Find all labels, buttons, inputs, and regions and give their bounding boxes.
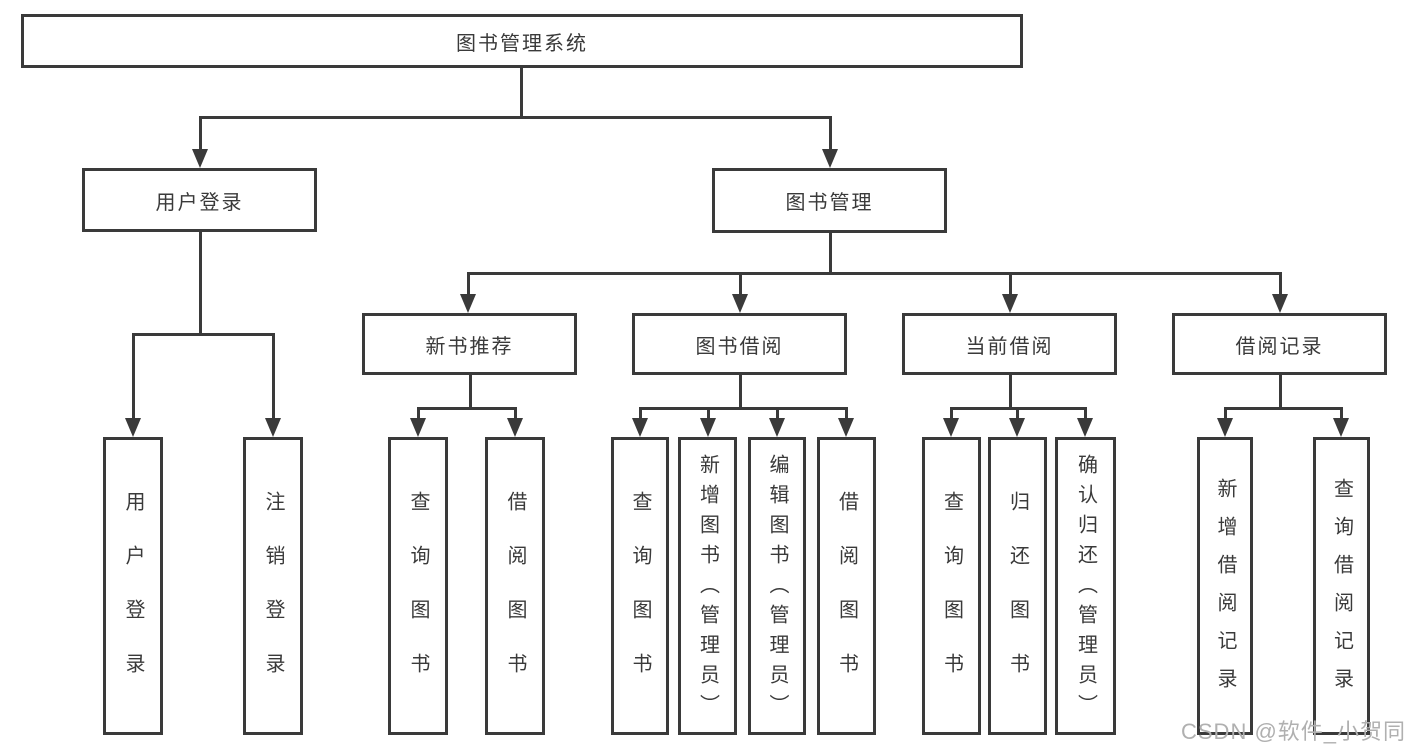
arrowhead-icon — [460, 294, 476, 313]
arrowhead-icon — [1002, 294, 1018, 313]
connector-line — [467, 272, 1282, 275]
connector-line — [272, 333, 275, 419]
arrowhead-icon — [507, 418, 523, 437]
arrowhead-icon — [1217, 418, 1233, 437]
connector-line — [1279, 272, 1282, 296]
connector-line — [1340, 407, 1343, 420]
connector-line — [1016, 407, 1019, 420]
leaf-borrow-query-book-label: 查询图书 — [629, 491, 651, 707]
arrowhead-icon — [125, 418, 141, 437]
node-root: 图书管理系统 — [21, 14, 1023, 68]
leaf-return-book: 归还图书 — [988, 437, 1047, 735]
leaf-borrow-book-label: 借阅图书 — [835, 491, 858, 707]
arrowhead-icon — [632, 418, 648, 437]
leaf-logout: 注销登录 — [243, 437, 303, 735]
node-user-login-label: 用户登录 — [155, 191, 244, 214]
connector-line — [520, 68, 523, 118]
leaf-recommend-query-book-label: 查询图书 — [407, 491, 429, 707]
leaf-confirm-return-admin-label: 确认归还（管理员） — [1074, 454, 1097, 724]
connector-line — [829, 116, 832, 151]
leaf-edit-book-admin: 编辑图书（管理员） — [748, 437, 806, 735]
arrowhead-icon — [1272, 294, 1288, 313]
leaf-logout-label: 注销登录 — [262, 491, 284, 707]
connector-line — [132, 333, 135, 419]
leaf-add-book-admin: 新增图书（管理员） — [678, 437, 737, 735]
arrowhead-icon — [1009, 418, 1025, 437]
arrowhead-icon — [838, 418, 854, 437]
leaf-current-query-book-label: 查询图书 — [940, 491, 963, 707]
connector-line — [469, 375, 472, 410]
node-book-borrow-label: 图书借阅 — [695, 335, 784, 358]
connector-line — [417, 407, 420, 420]
leaf-recommend-borrow-book: 借阅图书 — [485, 437, 545, 735]
connector-line — [199, 116, 832, 119]
node-current-borrow-label: 当前借阅 — [965, 335, 1054, 358]
leaf-recommend-borrow-book-label: 借阅图书 — [504, 491, 526, 707]
connector-line — [1224, 407, 1343, 410]
node-new-book-recommend: 新书推荐 — [362, 313, 577, 375]
node-new-book-recommend-label: 新书推荐 — [425, 335, 514, 358]
connector-line — [739, 375, 742, 410]
arrowhead-icon — [1333, 418, 1349, 437]
connector-line — [1224, 407, 1227, 420]
node-book-management: 图书管理 — [712, 168, 947, 233]
node-book-management-label: 图书管理 — [785, 192, 874, 214]
connector-line — [1009, 375, 1012, 410]
node-current-borrow: 当前借阅 — [902, 313, 1117, 375]
leaf-borrow-query-book: 查询图书 — [611, 437, 669, 735]
arrowhead-icon — [822, 149, 838, 168]
arrowhead-icon — [732, 294, 748, 313]
connector-line — [199, 116, 202, 151]
leaf-recommend-query-book: 查询图书 — [388, 437, 448, 735]
connector-line — [829, 233, 832, 275]
arrowhead-icon — [769, 418, 785, 437]
leaf-user-login-label: 用户登录 — [122, 491, 144, 707]
arrowhead-icon — [410, 418, 426, 437]
node-book-borrow: 图书借阅 — [632, 313, 847, 375]
leaf-borrow-book: 借阅图书 — [817, 437, 876, 735]
arrowhead-icon — [265, 418, 281, 437]
connector-line — [639, 407, 848, 410]
arrowhead-icon — [700, 418, 716, 437]
connector-line — [739, 272, 742, 296]
node-root-label: 图书管理系统 — [456, 32, 588, 55]
arrowhead-icon — [1077, 418, 1093, 437]
leaf-current-query-book: 查询图书 — [922, 437, 981, 735]
node-borrow-record: 借阅记录 — [1172, 313, 1387, 375]
connector-line — [132, 333, 275, 336]
leaf-add-borrow-record-label: 新增借阅记录 — [1214, 478, 1236, 706]
node-user-login: 用户登录 — [82, 168, 317, 232]
connector-line — [776, 407, 779, 420]
connector-line — [1279, 375, 1282, 410]
connector-line — [1009, 272, 1012, 296]
leaf-add-book-admin-label: 新增图书（管理员） — [696, 454, 719, 724]
arrowhead-icon — [192, 149, 208, 168]
leaf-query-borrow-record: 查询借阅记录 — [1313, 437, 1370, 735]
connector-line — [950, 407, 953, 420]
leaf-user-login: 用户登录 — [103, 437, 163, 735]
connector-line — [514, 407, 517, 420]
connector-line — [199, 232, 202, 336]
node-borrow-record-label: 借阅记录 — [1235, 335, 1324, 358]
connector-line — [417, 407, 517, 410]
leaf-edit-book-admin-label: 编辑图书（管理员） — [766, 454, 788, 724]
connector-line — [1084, 407, 1087, 420]
leaf-return-book-label: 归还图书 — [1006, 491, 1029, 707]
connector-line — [467, 272, 470, 296]
arrowhead-icon — [943, 418, 959, 437]
leaf-confirm-return-admin: 确认归还（管理员） — [1055, 437, 1116, 735]
connector-line — [707, 407, 710, 420]
connector-line — [639, 407, 642, 420]
csdn-watermark: CSDN @软件_小贺同学 — [1181, 719, 1405, 744]
connector-line — [845, 407, 848, 420]
leaf-query-borrow-record-label: 查询借阅记录 — [1330, 478, 1353, 706]
leaf-add-borrow-record: 新增借阅记录 — [1197, 437, 1253, 735]
